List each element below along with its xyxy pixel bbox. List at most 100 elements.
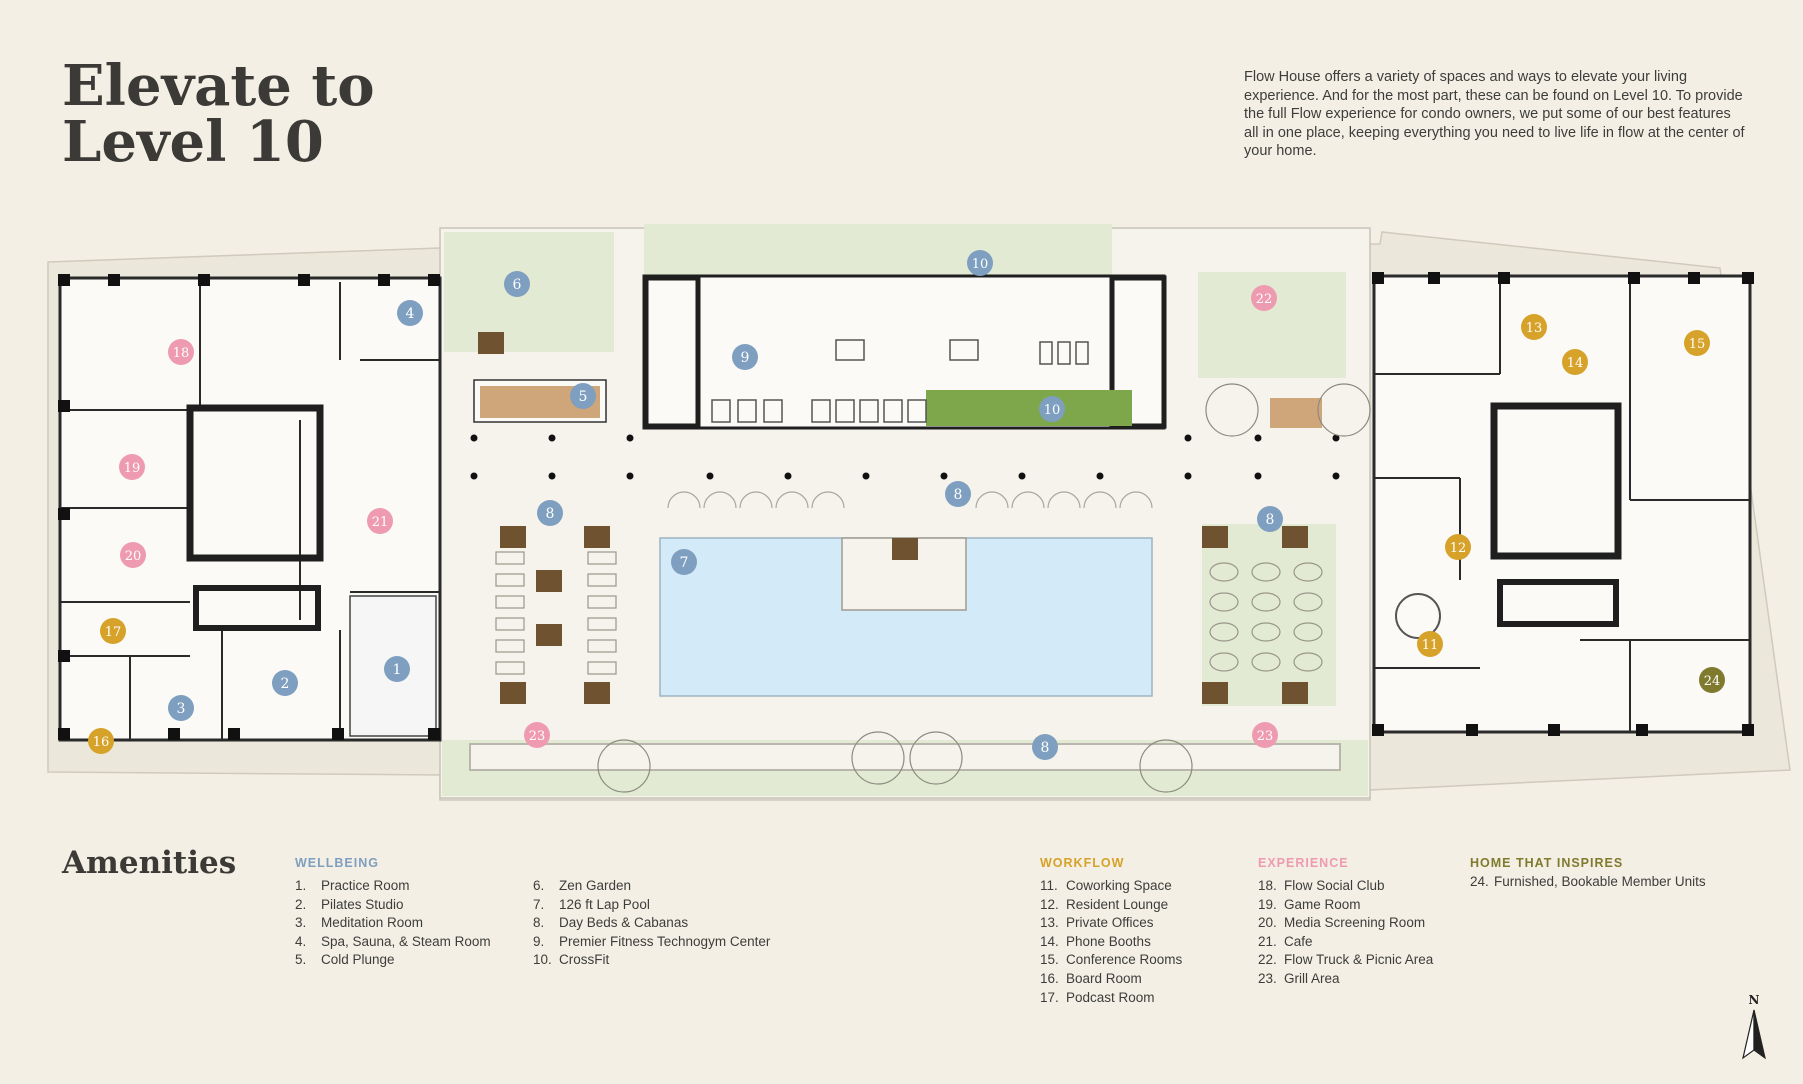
- amenity-label: Private Offices: [1066, 915, 1154, 931]
- amenity-number: 23.: [1258, 970, 1277, 986]
- right-wing-core: [1490, 402, 1622, 560]
- amenity-label: CrossFit: [559, 952, 610, 968]
- amenity-label: Podcast Room: [1066, 989, 1155, 1005]
- amenity-label: Conference Rooms: [1066, 952, 1183, 968]
- marker-circle: [1039, 396, 1065, 422]
- amenity-list-item: 10.CrossFit: [533, 951, 770, 970]
- loungers: [495, 551, 1323, 675]
- amenity-number: 9.: [533, 933, 545, 949]
- amenity-number: 5.: [295, 952, 307, 968]
- amenity-list-item: 8.Day Beds & Cabanas: [533, 914, 770, 933]
- north-label: N: [1749, 993, 1760, 1007]
- marker-15: 15: [1684, 330, 1710, 356]
- fitness-stair-right: [1109, 275, 1167, 429]
- marker-label: 13: [1526, 321, 1543, 336]
- amenity-label: Coworking Space: [1066, 878, 1172, 893]
- marker-14: 14: [1562, 349, 1588, 375]
- deck-columns: [470, 434, 1340, 480]
- amenity-number: 13.: [1040, 915, 1059, 931]
- experience-heading: EXPERIENCE: [1258, 856, 1349, 870]
- marker-23: 23: [1252, 722, 1278, 748]
- amenity-list-item: 12.Resident Lounge: [1040, 896, 1182, 915]
- amenity-label: Flow Social Club: [1284, 878, 1385, 893]
- marker-label: 15: [1689, 337, 1706, 352]
- amenity-list-item: 15.Conference Rooms: [1040, 951, 1182, 970]
- amenity-list-item: 7.126 ft Lap Pool: [533, 896, 770, 915]
- marker-24: 24: [1699, 667, 1725, 693]
- amenity-label: Premier Fitness Technogym Center: [559, 933, 771, 949]
- amenity-number: 14.: [1040, 933, 1059, 949]
- marker-label: 23: [529, 729, 546, 744]
- amenity-list-item: 4. Spa, Sauna, & Steam Room: [295, 933, 491, 952]
- marker-label: 3: [177, 701, 186, 717]
- marker-circle: [168, 339, 194, 365]
- marker-20: 20: [120, 542, 146, 568]
- amenity-list-item: 19.Game Room: [1258, 896, 1433, 915]
- marker-circle: [967, 250, 993, 276]
- marker-17: 17: [100, 618, 126, 644]
- marker-13: 13: [1521, 314, 1547, 340]
- trees: [597, 383, 1371, 793]
- amenity-list-item: 22. Flow Truck & Picnic Area: [1258, 951, 1433, 970]
- amenity-number: 7.: [533, 896, 545, 912]
- marker-circle: [1251, 285, 1277, 311]
- marker-circle: [671, 549, 697, 575]
- marker-label: 22: [1256, 292, 1273, 307]
- amenity-list-item: 18.Flow Social Club: [1258, 877, 1433, 896]
- marker-label: 12: [1450, 541, 1467, 556]
- fitness-stair-left: [643, 275, 701, 429]
- amenity-label: Practice Room: [321, 878, 410, 893]
- marker-label: 18: [173, 346, 190, 361]
- amenity-number: 2.: [295, 896, 307, 912]
- marker-label: 6: [513, 277, 522, 293]
- pool-deck-island: [841, 537, 967, 611]
- amenity-number: 22.: [1258, 952, 1277, 968]
- marker-label: 8: [546, 506, 555, 522]
- marker-label: 7: [680, 555, 689, 571]
- amenity-number: 17.: [1040, 989, 1059, 1005]
- marker-circle: [1562, 349, 1588, 375]
- marker-8: 8: [537, 500, 563, 526]
- amenity-label: Flow Truck & Picnic Area: [1284, 952, 1434, 968]
- marker-circle: [570, 383, 596, 409]
- marker-label: 16: [93, 735, 110, 750]
- workflow-heading: WORKFLOW: [1040, 856, 1125, 870]
- marker-18: 18: [168, 339, 194, 365]
- marker-8: 8: [1257, 506, 1283, 532]
- amenity-label: Grill Area: [1284, 970, 1340, 986]
- amenity-list-item: 21.Cafe: [1258, 933, 1433, 952]
- crossfit-turf: [926, 390, 1132, 426]
- marker-circle: [537, 500, 563, 526]
- marker-label: 1: [393, 662, 402, 678]
- gym-equipment: [711, 339, 1089, 423]
- title-line-1: Elevate to: [62, 53, 375, 119]
- left-wing-core: [186, 404, 324, 562]
- amenity-markers: 1234567888891010111213141516171819202122…: [88, 250, 1725, 760]
- amenity-number: 8.: [533, 915, 545, 931]
- marker-label: 8: [1041, 740, 1050, 756]
- amenity-label: Game Room: [1284, 896, 1361, 912]
- amenity-label: Zen Garden: [559, 878, 632, 893]
- marker-circle: [945, 481, 971, 507]
- marker-circle: [168, 695, 194, 721]
- marker-1: 1: [384, 656, 410, 682]
- right-wing-walls: [1374, 282, 1750, 732]
- amenity-label: Pilates Studio: [321, 896, 404, 912]
- marker-circle: [119, 454, 145, 480]
- marker-circle: [732, 344, 758, 370]
- amenity-list-item: 14.Phone Booths: [1040, 933, 1182, 952]
- marker-label: 19: [124, 461, 141, 476]
- amenity-number: 4.: [295, 933, 307, 949]
- right-wing-columns: [1372, 272, 1754, 736]
- marker-12: 12: [1445, 534, 1471, 560]
- marker-label: 5: [579, 389, 588, 405]
- amenity-label: Spa, Sauna, & Steam Room: [321, 933, 491, 949]
- amenity-label: Cold Plunge: [321, 952, 395, 968]
- marker-label: 8: [1266, 512, 1275, 528]
- amenities-heading: Amenities: [62, 845, 237, 881]
- amenity-list-item: 23. Grill Area: [1258, 970, 1433, 989]
- amenity-list-item: 13. Private Offices: [1040, 914, 1182, 933]
